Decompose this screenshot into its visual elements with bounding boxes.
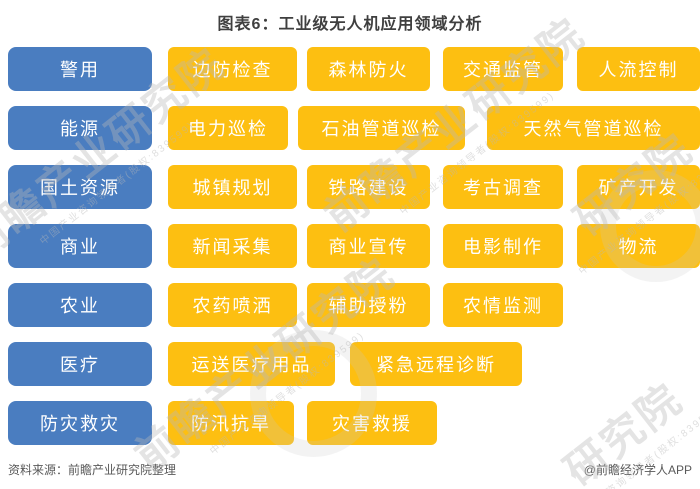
application-box: 考古调查 [443, 165, 563, 209]
application-box: 天然气管道巡检 [487, 106, 700, 150]
application-box: 城镇规划 [168, 165, 297, 209]
application-box: 电力巡检 [168, 106, 288, 150]
row-medical: 医疗 运送医疗用品 紧急远程诊断 [0, 342, 700, 386]
row-commercial: 商业 新闻采集 商业宣传 电影制作 物流 [0, 224, 700, 268]
category-box-police: 警用 [8, 47, 152, 91]
application-box: 铁路建设 [307, 165, 430, 209]
application-box: 辅助授粉 [307, 283, 430, 327]
category-box-land: 国土资源 [8, 165, 152, 209]
application-box: 农药喷洒 [168, 283, 297, 327]
source-note: 资料来源：前瞻产业研究院整理 [8, 463, 177, 477]
application-box: 运送医疗用品 [168, 342, 335, 386]
category-box-medical: 医疗 [8, 342, 152, 386]
row-disaster-relief: 防灾救灾 防汛抗旱 灾害救援 [0, 401, 700, 445]
application-box: 电影制作 [443, 224, 563, 268]
category-box-agriculture: 农业 [8, 283, 152, 327]
application-box: 商业宣传 [307, 224, 430, 268]
application-box: 灾害救援 [307, 401, 437, 445]
application-box: 边防检查 [168, 47, 297, 91]
application-box: 矿产开发 [577, 165, 700, 209]
application-box: 防汛抗旱 [168, 401, 294, 445]
application-box: 人流控制 [577, 47, 700, 91]
application-box: 物流 [577, 224, 700, 268]
credit-note: @前瞻经济学人APP [583, 463, 692, 477]
application-box: 农情监测 [443, 283, 563, 327]
row-land-resources: 国土资源 城镇规划 铁路建设 考古调查 矿产开发 [0, 165, 700, 209]
application-box: 紧急远程诊断 [350, 342, 522, 386]
row-energy: 能源 电力巡检 石油管道巡检 天然气管道巡检 [0, 106, 700, 150]
category-box-energy: 能源 [8, 106, 152, 150]
application-box: 新闻采集 [168, 224, 297, 268]
row-police: 警用 边防检查 森林防火 交通监管 人流控制 [0, 47, 700, 91]
chart-title: 图表6：工业级无人机应用领域分析 [217, 16, 483, 33]
category-box-commercial: 商业 [8, 224, 152, 268]
category-box-disaster: 防灾救灾 [8, 401, 152, 445]
application-box: 石油管道巡检 [298, 106, 465, 150]
application-box: 森林防火 [307, 47, 430, 91]
application-box: 交通监管 [443, 47, 563, 91]
row-agriculture: 农业 农药喷洒 辅助授粉 农情监测 [0, 283, 700, 327]
